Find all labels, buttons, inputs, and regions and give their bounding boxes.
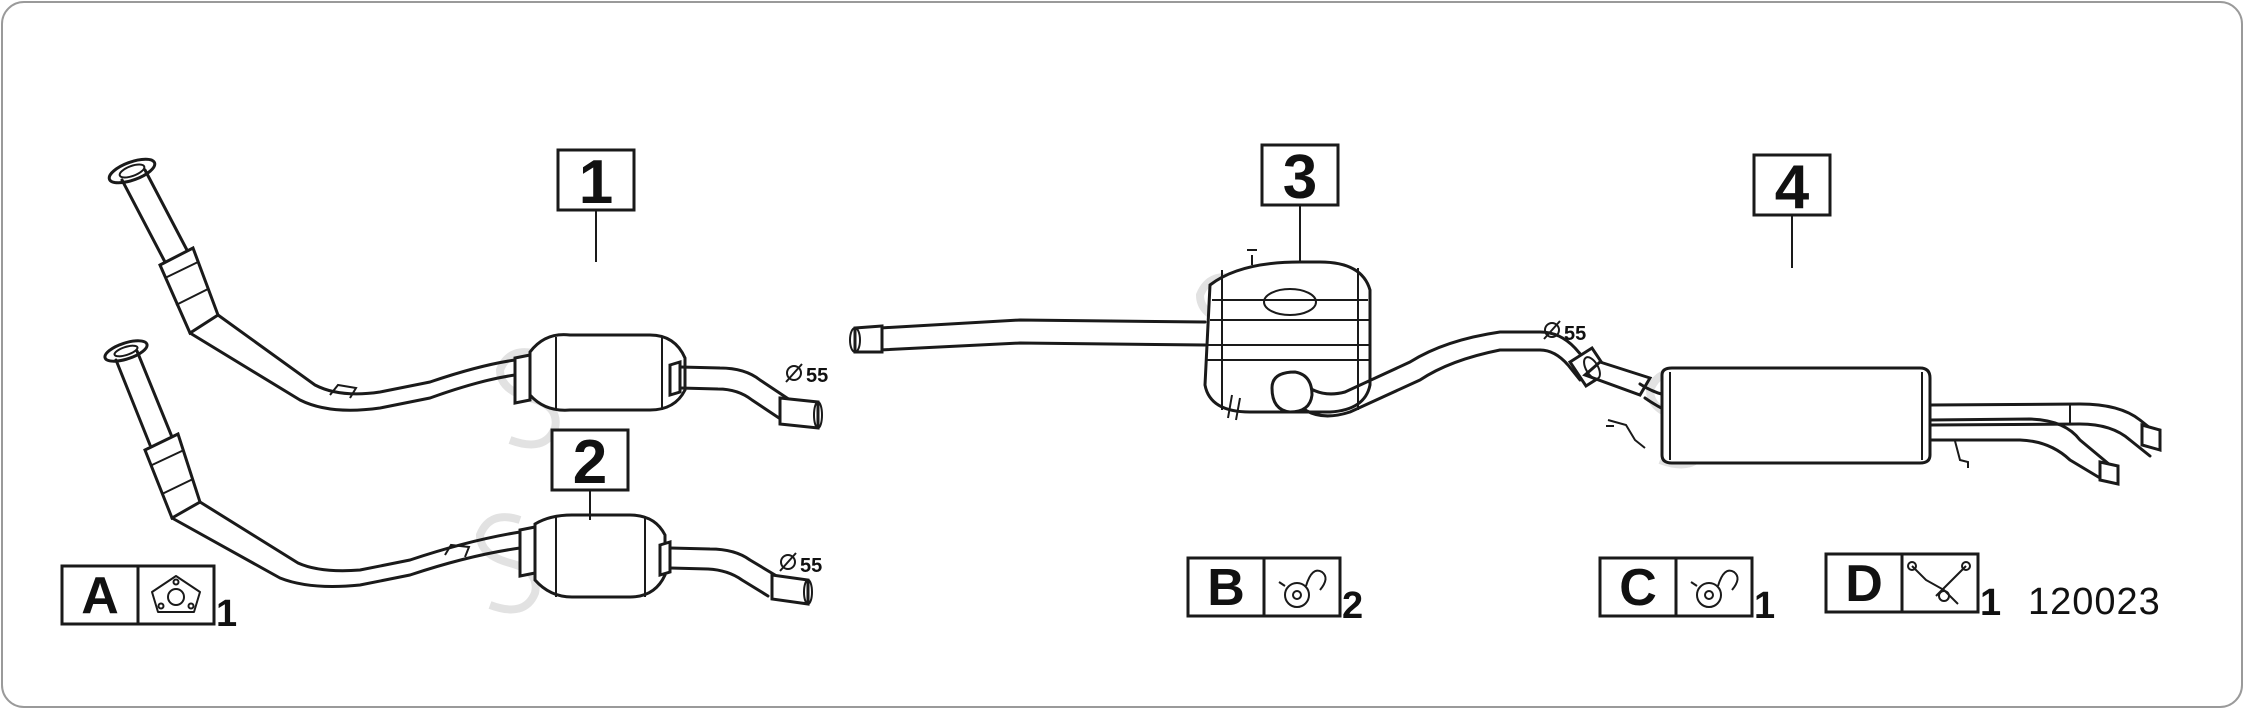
diagram-code: 120023 <box>2028 581 2161 623</box>
diameter-value-part-2: 55 <box>800 555 822 577</box>
kit-d: D 1 <box>1824 552 2001 624</box>
rubber-hanger-icon <box>1690 569 1739 608</box>
part-1-front-pipe-catalyst <box>107 157 823 430</box>
part-label-1: 1 <box>556 148 636 262</box>
kit-letter-a: A <box>81 567 119 625</box>
kit-quantity-a: 1 <box>216 593 237 635</box>
part-label-4: 4 <box>1752 153 1832 268</box>
kit-c: C 1 <box>1598 556 1775 627</box>
diameter-value-part-1: 55 <box>806 365 828 387</box>
kit-b: B 2 <box>1186 556 1363 627</box>
kit-letter-d: D <box>1845 555 1883 613</box>
part-number-1: 1 <box>579 148 613 217</box>
rubber-hanger-icon <box>1278 569 1327 608</box>
part-number-4: 4 <box>1775 153 1810 222</box>
part-number-2: 2 <box>573 428 607 497</box>
kit-quantity-d: 1 <box>1980 582 2001 624</box>
part-3-centre-silencer <box>849 249 1611 421</box>
part-number-3: 3 <box>1283 143 1317 212</box>
part-2-diameter: 55 <box>779 552 822 577</box>
kit-quantity-b: 2 <box>1342 585 1363 627</box>
part-label-3: 3 <box>1260 143 1340 262</box>
flange-gasket-icon <box>151 575 201 613</box>
part-label-2: 2 <box>550 428 630 520</box>
kit-quantity-c: 1 <box>1754 585 1775 627</box>
part-3-diameter: 55 <box>1543 320 1586 345</box>
diameter-value-part-3: 55 <box>1564 323 1586 345</box>
mounting-bracket-icon <box>1907 561 1971 605</box>
kit-a: A 1 <box>60 564 237 635</box>
part-2-front-pipe-catalyst <box>103 339 813 606</box>
kit-letter-c: C <box>1619 559 1657 617</box>
part-1-diameter: 55 <box>785 363 828 387</box>
part-4-rear-silencer <box>1582 356 2162 486</box>
kit-letter-b: B <box>1207 559 1245 617</box>
